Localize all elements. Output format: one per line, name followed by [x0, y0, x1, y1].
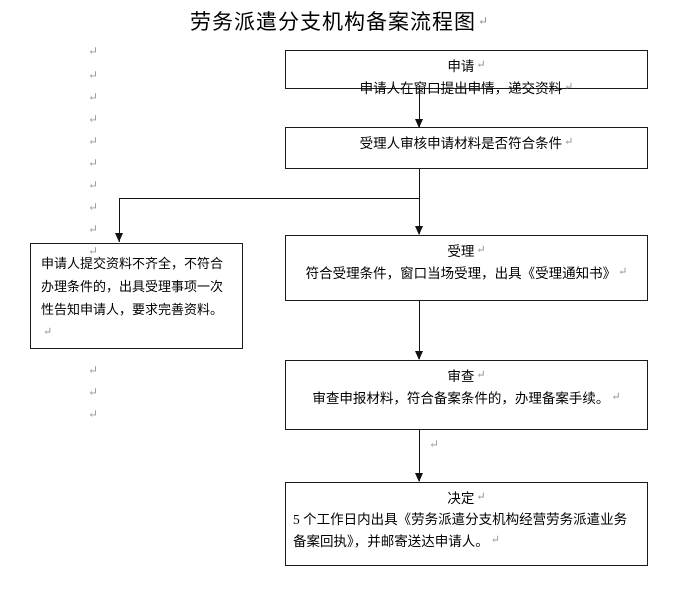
flow-node-examine-header: 审查↵: [447, 369, 486, 384]
flow-node-review[interactable]: 受理人审核申请材料是否符合条件↵: [285, 127, 648, 169]
paragraph-mark-icon: ↵: [88, 178, 99, 192]
flow-node-decide[interactable]: 决定↵ 5 个工作日内出具《劳务派遣分支机构经营劳务派遣业务备案回执》，并邮寄送…: [285, 482, 648, 566]
flow-node-apply-body: 申请人在窗口提出申情，递交资料↵: [359, 81, 574, 96]
paragraph-mark-icon: ↵: [88, 244, 99, 258]
connector-examine-to-decide: [419, 430, 420, 481]
paragraph-mark-icon: ↵: [88, 90, 99, 104]
flow-node-decide-header: 决定↵: [447, 491, 486, 506]
flow-node-examine-body: 审查申报材料，符合备案条件的，办理备案手续。↵: [312, 391, 621, 406]
flow-node-review-body: 受理人审核申请材料是否符合条件↵: [359, 136, 574, 151]
flow-node-accept[interactable]: 受理↵ 符合受理条件，窗口当场受理，出具《受理通知书》↵: [285, 235, 648, 301]
paragraph-mark-icon: ↵: [476, 369, 486, 381]
paragraph-mark-icon: ↵: [88, 200, 99, 214]
paragraph-mark-icon: ↵: [564, 136, 574, 148]
paragraph-mark-icon: ↵: [476, 491, 486, 503]
arrow-down-icon: [115, 233, 123, 242]
flow-node-incomplete[interactable]: 申请人提交资料不齐全，不符合办理条件的，出具受理事项一次性告知申请人，要求完善资…: [30, 243, 243, 349]
paragraph-mark-icon: ↵: [618, 266, 628, 278]
paragraph-mark-icon: ↵: [477, 14, 490, 28]
arrow-down-icon: [415, 226, 423, 235]
paragraph-mark-icon: ↵: [88, 112, 99, 126]
paragraph-mark-icon: ↵: [88, 134, 99, 148]
paragraph-mark-icon: ↵: [611, 391, 621, 403]
paragraph-mark-icon: ↵: [88, 363, 99, 377]
paragraph-mark-icon: ↵: [564, 81, 574, 93]
paragraph-mark-icon: ↵: [88, 407, 99, 421]
flow-node-examine[interactable]: 审查↵ 审查申报材料，符合备案条件的，办理备案手续。↵: [285, 360, 648, 430]
flow-node-accept-body: 符合受理条件，窗口当场受理，出具《受理通知书》↵: [305, 266, 628, 281]
paragraph-mark-icon: ↵: [43, 326, 53, 338]
flow-node-incomplete-body: 申请人提交资料不齐全，不符合办理条件的，出具受理事项一次性告知申请人，要求完善资…: [41, 256, 224, 338]
flow-node-accept-header: 受理↵: [447, 244, 486, 259]
connector-apply-to-review: [419, 89, 420, 127]
arrow-down-icon: [415, 351, 423, 360]
arrow-down-icon: [415, 119, 423, 128]
page-title: 劳务派遣分支机构备案流程图↵: [0, 6, 679, 36]
paragraph-mark-icon: ↵: [88, 222, 99, 236]
paragraph-mark-icon: ↵: [88, 68, 99, 82]
paragraph-mark-icon: ↵: [88, 385, 99, 399]
paragraph-mark-icon: ↵: [476, 59, 486, 71]
connector-review-to-accept: [419, 169, 420, 234]
paragraph-mark-icon: ↵: [88, 44, 99, 58]
connector-branch-to-incomplete: [119, 198, 120, 242]
paragraph-mark-icon: ↵: [88, 156, 99, 170]
arrow-down-icon: [415, 473, 423, 482]
flow-node-decide-body: 5 个工作日内出具《劳务派遣分支机构经营劳务派遣业务备案回执》，并邮寄送达申请人…: [293, 512, 628, 549]
page-title-text: 劳务派遣分支机构备案流程图: [189, 10, 476, 34]
flow-node-apply[interactable]: 申请↵ 申请人在窗口提出申情，递交资料↵: [285, 50, 648, 96]
flow-node-apply-header: 申请↵: [447, 59, 486, 74]
connector-accept-to-examine: [419, 301, 420, 359]
connector-branch-horizontal: [119, 198, 420, 199]
paragraph-mark-icon: ↵: [476, 244, 486, 256]
paragraph-mark-icon: ↵: [490, 534, 500, 546]
paragraph-mark-icon: ↵: [429, 437, 440, 451]
